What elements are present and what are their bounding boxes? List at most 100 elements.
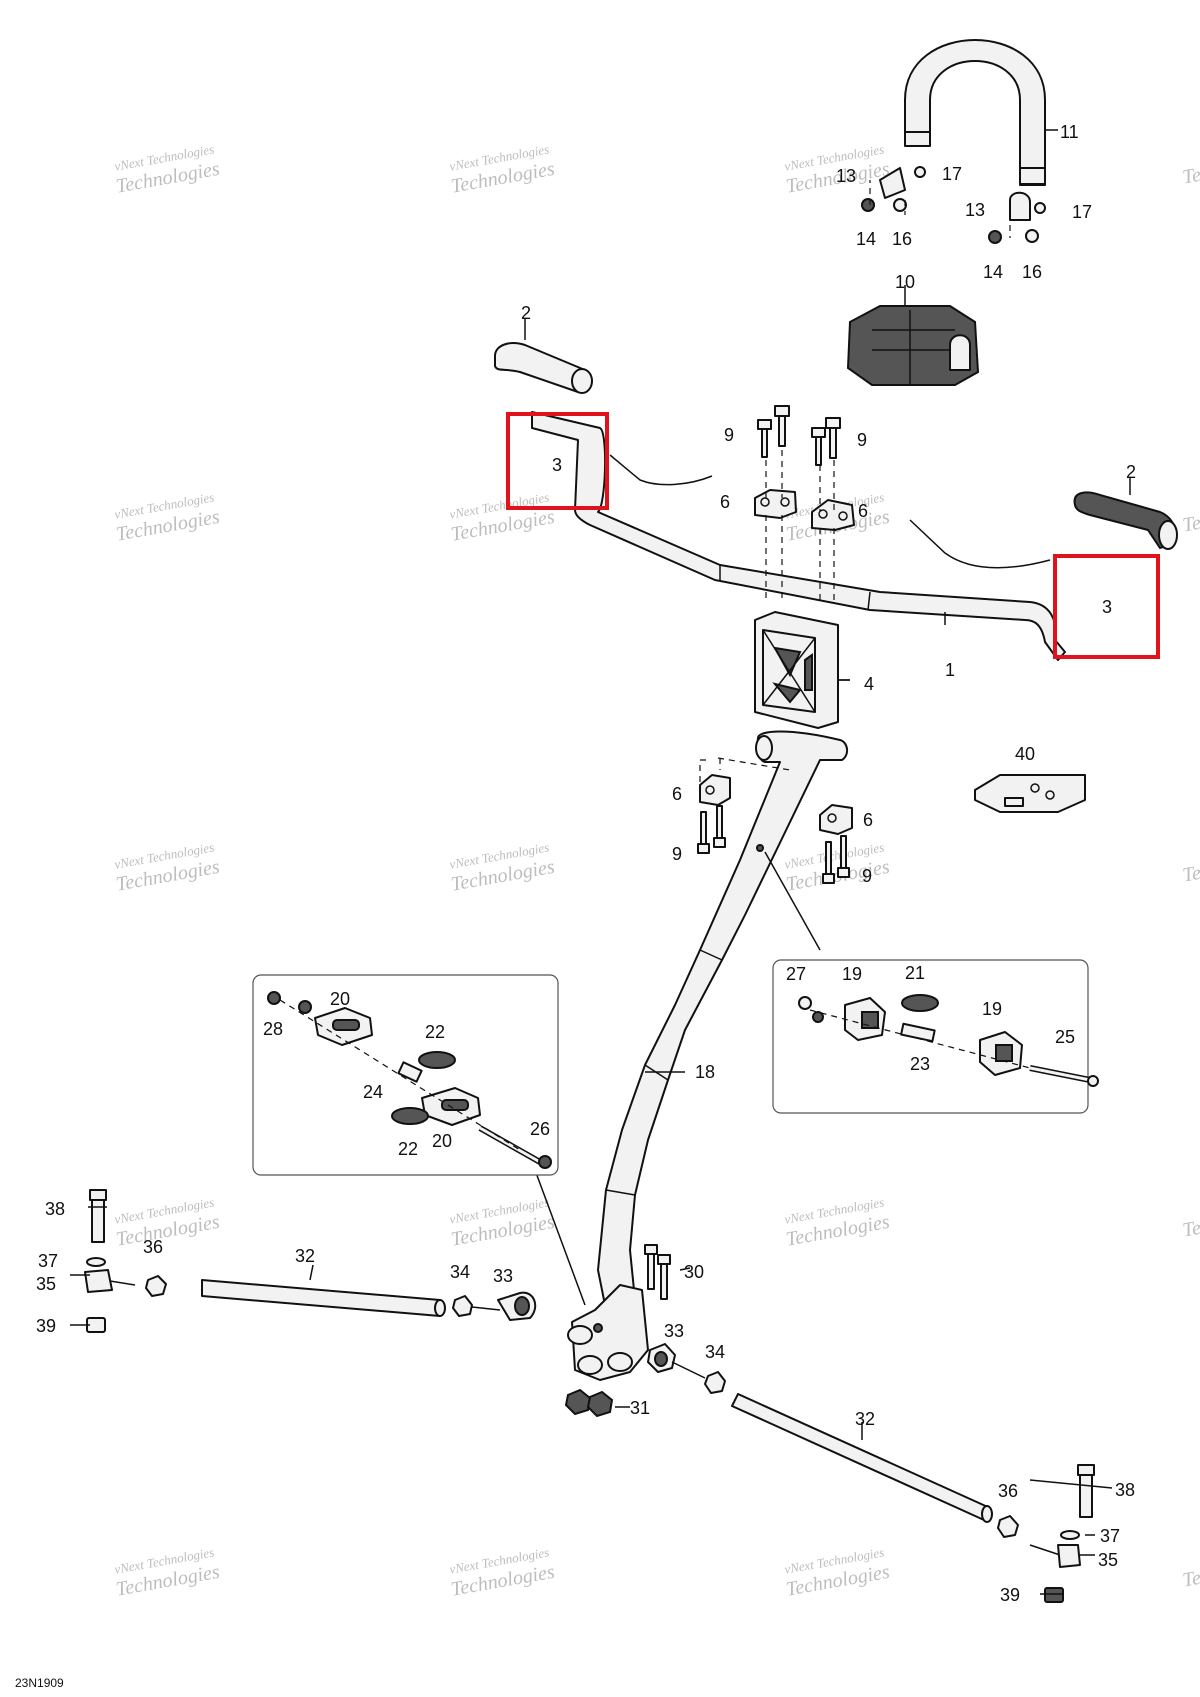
steering-column-part-18[interactable] (597, 730, 848, 1341)
watermark: vNext Technologies Technologies (783, 1194, 891, 1250)
watermark: vNext Technologies Technologies (448, 1544, 556, 1600)
nut-part-36-left[interactable] (145, 1275, 167, 1297)
rod-end-part-33-left[interactable] (471, 1291, 537, 1321)
bolt-part-9-lower-left[interactable] (697, 805, 726, 854)
u-bar-part-11[interactable] (904, 39, 1046, 186)
inset-right (772, 959, 1099, 1114)
callout-18: 18 (695, 1062, 715, 1082)
callout-39-left: 39 (36, 1316, 56, 1336)
clamp-part-13-upper[interactable] (861, 166, 926, 212)
nut-part-34-left[interactable] (452, 1295, 473, 1317)
bolt-part-38-left[interactable] (89, 1189, 107, 1243)
bolt-part-9-lower-right[interactable] (822, 835, 850, 884)
spacer-part-21[interactable] (901, 994, 939, 1012)
clamp-part-19-left[interactable] (844, 997, 886, 1041)
callout-35-right: 35 (1098, 1550, 1118, 1570)
callout-21: 21 (905, 963, 925, 983)
callout-34-right: 34 (705, 1342, 725, 1362)
clamp-part-20-upper[interactable] (314, 1007, 373, 1046)
callout-17-lower: 17 (1072, 202, 1092, 222)
plate-part-40[interactable] (974, 774, 1086, 813)
watermark-edge: Technologies (1181, 847, 1200, 887)
bolt-part-30[interactable] (644, 1244, 671, 1300)
nut-part-31[interactable] (564, 1388, 614, 1418)
bolt-part-9-upper-left[interactable] (757, 405, 790, 458)
clamp-part-13-lower[interactable] (988, 191, 1046, 244)
rod-end-part-35-left[interactable] (84, 1269, 136, 1293)
rod-end-part-35-right[interactable] (1029, 1544, 1081, 1568)
svg-text:Technologies: Technologies (1181, 1202, 1200, 1242)
grip-part-2-right[interactable] (1073, 491, 1178, 550)
callout-9-lower-left: 9 (672, 844, 682, 864)
column-base-bracket (567, 1284, 649, 1381)
callout-2-right: 2 (1126, 462, 1136, 482)
nut-part-39-right[interactable] (1044, 1587, 1064, 1603)
highlight-box-part-3-right[interactable] (1053, 554, 1160, 659)
callout-22-upper: 22 (425, 1022, 445, 1042)
callout-2-left: 2 (521, 303, 531, 323)
nut-part-34-right[interactable] (704, 1371, 726, 1394)
watermark: vNext Technologies Technologies (113, 1194, 221, 1250)
bolt-part-9-upper-right[interactable] (811, 417, 841, 466)
callout-26: 26 (530, 1119, 550, 1139)
callout-16-upper: 16 (892, 229, 912, 249)
callout-9-upper-left: 9 (724, 425, 734, 445)
callout-leaders (70, 285, 1131, 1595)
callout-38-left: 38 (45, 1199, 65, 1219)
watermark-edge: Technologies (1181, 1202, 1200, 1242)
callout-9-upper-right: 9 (857, 430, 867, 450)
callout-39-right: 39 (1000, 1585, 1020, 1605)
callout-37-right: 37 (1100, 1526, 1120, 1546)
watermark: vNext Technologies Technologies (783, 1544, 891, 1600)
callout-33-right: 33 (664, 1321, 684, 1341)
callout-23: 23 (910, 1054, 930, 1074)
tie-rod-part-32-left[interactable] (201, 1279, 446, 1317)
riser-block-part-4[interactable] (754, 611, 850, 729)
callout-11: 11 (1060, 122, 1079, 142)
svg-text:Technologies: Technologies (1181, 149, 1200, 189)
callout-32-left: 32 (295, 1246, 315, 1266)
handlebar-cover-part-10[interactable] (846, 305, 980, 386)
washer-part-37-right[interactable] (1060, 1530, 1080, 1540)
bolt-part-25[interactable] (1029, 1065, 1099, 1087)
clamp-part-6-lower-left[interactable] (699, 774, 731, 806)
nut-part-27[interactable] (798, 996, 824, 1023)
tie-rod-part-32-right[interactable] (731, 1393, 993, 1523)
grip-part-2-left[interactable] (494, 342, 593, 394)
watermark: vNext Technologies Technologies (113, 1544, 221, 1600)
callout-6-upper-left: 6 (720, 492, 730, 512)
spacer-part-22-lower[interactable] (391, 1107, 429, 1125)
svg-text:Technologies: Technologies (1181, 847, 1200, 887)
callout-40: 40 (1015, 744, 1035, 764)
rod-end-part-33-right[interactable] (647, 1343, 706, 1379)
watermark: vNext Technologies Technologies (113, 489, 221, 545)
clamp-part-6-upper-right[interactable] (811, 499, 855, 531)
callout-14-lower: 14 (983, 262, 1003, 282)
callout-22-lower: 22 (398, 1139, 418, 1159)
callout-6-lower-right: 6 (863, 810, 873, 830)
clamp-part-6-upper-left[interactable] (754, 489, 797, 519)
nut-part-28[interactable] (267, 991, 312, 1014)
spacer-part-24[interactable] (397, 1061, 423, 1083)
callout-17-upper: 17 (942, 164, 962, 184)
callout-33-left: 33 (493, 1266, 513, 1286)
callout-31: 31 (630, 1398, 650, 1418)
svg-text:Technologies: Technologies (1181, 1552, 1200, 1592)
clamp-part-6-lower-right[interactable] (819, 804, 853, 835)
callout-25: 25 (1055, 1027, 1075, 1047)
callout-32-right: 32 (855, 1409, 875, 1429)
bolt-part-26[interactable] (478, 1125, 552, 1169)
nut-part-36-right[interactable] (997, 1515, 1019, 1538)
callout-28: 28 (263, 1019, 283, 1039)
watermark-edge: Technologies (1181, 149, 1200, 189)
callout-3-left: 3 (552, 455, 562, 475)
callout-6-lower-left: 6 (672, 784, 682, 804)
callout-36-right: 36 (998, 1481, 1018, 1501)
bolt-part-38-right[interactable] (1077, 1464, 1095, 1518)
highlight-box-part-3-left[interactable] (506, 412, 609, 510)
callout-14-upper: 14 (856, 229, 876, 249)
spacer-part-22-upper[interactable] (418, 1051, 456, 1069)
callout-30: 30 (684, 1262, 704, 1282)
watermark: vNext Technologies Technologies (448, 839, 556, 895)
washer-part-37-left[interactable] (86, 1257, 106, 1267)
